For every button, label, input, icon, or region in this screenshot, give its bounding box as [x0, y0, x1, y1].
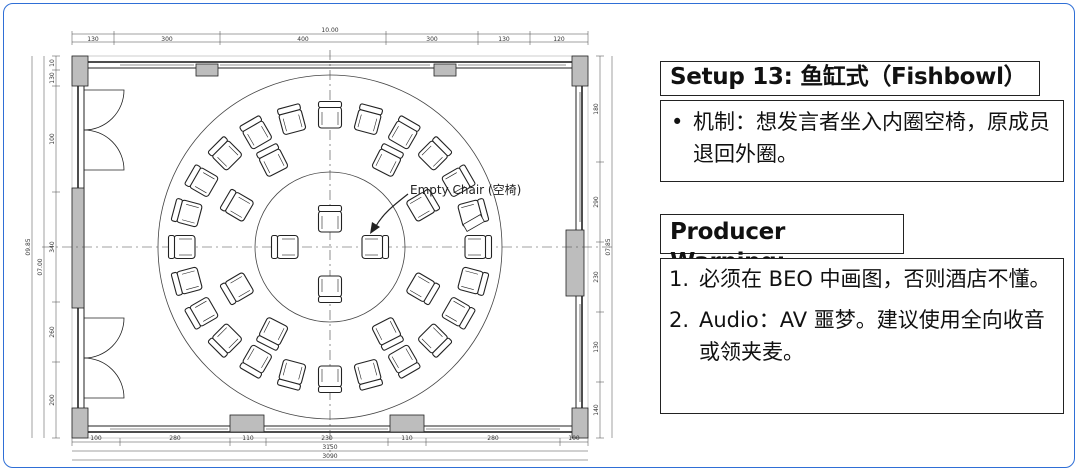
inner-chair [317, 275, 343, 304]
dimension-label: 130 [593, 341, 600, 353]
slide-frame: Empty Chair (空椅) 10.00 130 300 400 300 130 120… [3, 3, 1075, 468]
outer-chair [386, 114, 422, 151]
outer-chair [386, 343, 422, 380]
fishbowl-floor-plan: Empty Chair (空椅) 10.00 130 300 400 300 130 120… [25, 27, 616, 461]
mechanism-box: • 机制：想发言者坐入内圈空椅，原成员退回外圈。 [660, 100, 1064, 182]
dimension-label: 10 [49, 59, 56, 67]
outer-chair [276, 358, 307, 392]
item-number: 1. [669, 267, 690, 291]
dimension-label: 130 [498, 36, 510, 43]
dimension-label: 100 [49, 133, 56, 145]
dimension-label: 230 [321, 435, 333, 442]
dimension-lines: 10.00 130 300 400 300 130 120 100 280 110 230 110 28… [25, 27, 613, 461]
outer-chair [167, 234, 196, 260]
dimension-label: 180 [593, 103, 600, 115]
dimension-label: 340 [49, 241, 56, 253]
dimension-label: 300 [161, 36, 173, 43]
outer-chair [170, 266, 204, 297]
middle-chair [370, 142, 405, 178]
outer-chair [416, 322, 453, 359]
producer-warning-title: Producer Warning: [660, 214, 904, 275]
dimension-label: 290 [593, 196, 600, 208]
inner-chair [361, 234, 390, 260]
inner-chair [317, 204, 343, 233]
dimension-label: 260 [49, 326, 56, 338]
middle-chair [219, 271, 255, 306]
dimension-label: 280 [487, 435, 499, 442]
dimension-label: 140 [593, 404, 600, 416]
outer-chair [440, 295, 477, 331]
dimension-label: 230 [593, 271, 600, 283]
middle-chair [370, 316, 405, 352]
doors [83, 89, 125, 399]
dimension-label: 3090 [322, 453, 337, 460]
outer-chair [238, 114, 274, 151]
dimension-label: 130 [49, 72, 56, 84]
dimension-label: 120 [553, 36, 565, 43]
dimension-label: 07.85 [605, 238, 612, 255]
dimension-label: 09.85 [25, 238, 32, 255]
middle-chair [219, 188, 255, 223]
outer-chair [207, 322, 244, 359]
dimension-label: 300 [426, 36, 438, 43]
outer-chair [464, 234, 493, 260]
item-text: Audio：AV 噩梦。建议使用全向收音或领夹麦。 [699, 308, 1045, 364]
middle-chair [255, 316, 290, 352]
outer-chair [353, 102, 384, 136]
dimension-label: 110 [242, 435, 254, 442]
item-text: 必须在 BEO 中画图，否则酒店不懂。 [699, 267, 1051, 291]
dimension-label: 100 [90, 435, 102, 442]
setup-title: Setup 13: 鱼缸式（Fishbowl） [660, 61, 1040, 96]
outer-chair [416, 135, 453, 172]
outer-chair [353, 358, 384, 392]
middle-chair [405, 271, 441, 306]
outer-chair [456, 266, 490, 297]
dimension-label: 130 [87, 36, 99, 43]
dimension-label: 200 [49, 394, 56, 406]
room-walls [71, 55, 589, 439]
dimension-label: 07.00 [37, 258, 44, 275]
bullet: • [671, 110, 684, 134]
outer-chair [276, 102, 307, 136]
empty-chair-callout: Empty Chair (空椅) [410, 183, 521, 197]
warning-item: 1. 必须在 BEO 中画图，否则酒店不懂。 [669, 263, 1055, 295]
outer-chair [207, 135, 244, 172]
outer-chair [170, 197, 204, 228]
outer-chair [317, 365, 343, 394]
warning-item: 2. Audio：AV 噩梦。建议使用全向收音或领夹麦。 [669, 304, 1055, 368]
outer-chair [183, 295, 220, 331]
dimension-label: 10.00 [321, 27, 338, 34]
dimension-label: 3150 [322, 444, 337, 451]
warning-list: 1. 必须在 BEO 中画图，否则酒店不懂。 2. Audio：AV 噩梦。建议… [660, 258, 1064, 414]
dimension-label: 110 [401, 435, 413, 442]
dimension-label: 280 [169, 435, 181, 442]
outer-chair [183, 163, 220, 199]
middle-chair [255, 142, 290, 178]
outer-chair [238, 343, 274, 380]
item-number: 2. [669, 308, 690, 332]
mechanism-text: 机制：想发言者坐入内圈空椅，原成员退回外圈。 [693, 110, 1050, 166]
dimension-label: 100 [568, 435, 580, 442]
inner-chair [270, 234, 299, 260]
dimension-label: 400 [297, 36, 309, 43]
outer-chair [317, 100, 343, 129]
